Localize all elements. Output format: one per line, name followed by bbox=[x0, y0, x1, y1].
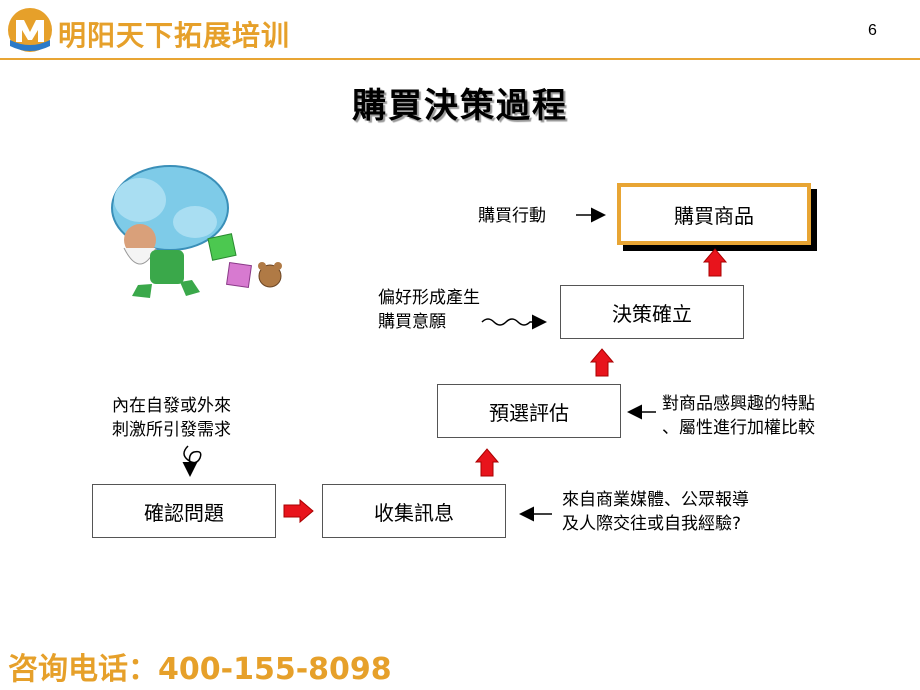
note-internal-external-line-2: 刺激所引發需求 bbox=[112, 420, 231, 440]
note-sources: 來自商業媒體、公眾報導 及人際交往或自我經驗? bbox=[562, 488, 749, 536]
step-collect-info-label: 收集訊息 bbox=[374, 500, 454, 525]
header-divider bbox=[0, 58, 920, 60]
wavy-arrow-preference bbox=[481, 314, 547, 330]
step-purchase-label: 購買商品 bbox=[674, 203, 754, 228]
red-arrow-up-icon-1 bbox=[474, 448, 500, 477]
note-sources-line-1: 來自商業媒體、公眾報導 bbox=[562, 490, 749, 510]
page-number: 6 bbox=[868, 22, 877, 39]
brand-logo bbox=[4, 6, 324, 54]
note-preference-line-2: 購買意願 bbox=[378, 312, 446, 332]
step-pre-selection-label: 預選評估 bbox=[489, 400, 569, 425]
step-purchase: 購買商品 bbox=[617, 183, 811, 245]
brand-name: 明阳天下拓展培训 bbox=[58, 19, 291, 52]
step-collect-info: 收集訊息 bbox=[322, 484, 506, 538]
note-purchase-action: 購買行動 bbox=[478, 206, 546, 226]
note-weighting: 對商品感興趣的特點 、屬性進行加權比較 bbox=[662, 392, 815, 440]
logo-icon bbox=[8, 8, 52, 52]
step-confirm-problem: 確認問題 bbox=[92, 484, 276, 538]
step-decision: 決策確立 bbox=[560, 285, 744, 339]
elf-with-gifts-illustration bbox=[111, 165, 282, 298]
note-sources-line-2: 及人際交往或自我經驗? bbox=[562, 514, 742, 534]
contact-phone: 咨询电话：400-155-8098 bbox=[8, 652, 392, 687]
note-weighting-line-1: 對商品感興趣的特點 bbox=[662, 394, 815, 414]
note-preference-line-1: 偏好形成產生 bbox=[378, 288, 480, 308]
slide-title: 購買決策過程 bbox=[352, 86, 568, 126]
step-decision-label: 決策確立 bbox=[612, 301, 692, 326]
note-internal-external-line-1: 內在自發或外來 bbox=[112, 396, 231, 416]
red-arrow-up-icon-2 bbox=[589, 348, 615, 377]
step-pre-selection: 預選評估 bbox=[437, 384, 621, 438]
red-arrow-right-icon bbox=[283, 498, 314, 524]
squiggle-arrow-internal bbox=[182, 445, 202, 477]
red-arrow-up-icon-3 bbox=[702, 248, 728, 277]
note-weighting-line-2: 、屬性進行加權比較 bbox=[662, 418, 815, 438]
note-internal-external: 內在自發或外來 刺激所引發需求 bbox=[112, 394, 231, 442]
note-preference: 偏好形成產生 購買意願 bbox=[378, 286, 480, 334]
step-confirm-problem-label: 確認問題 bbox=[144, 500, 224, 525]
